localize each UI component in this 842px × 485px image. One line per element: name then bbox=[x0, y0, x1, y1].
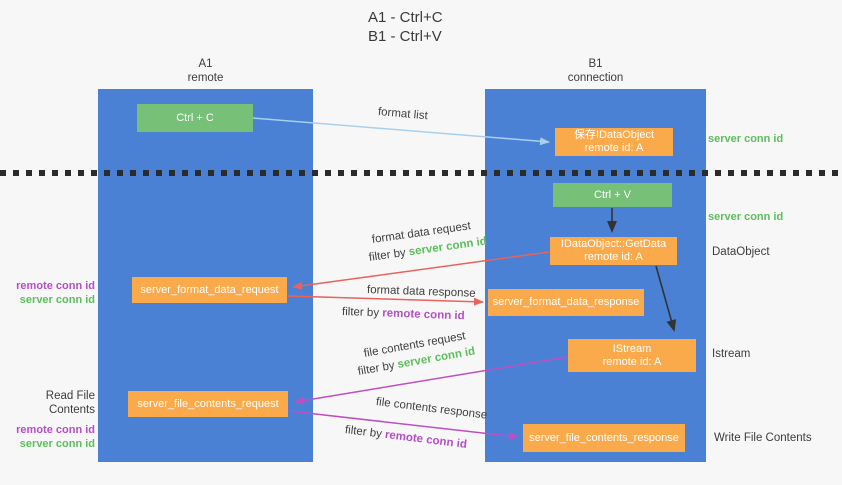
node-idataobject-getdata-line1: IDataObject::GetData bbox=[560, 238, 667, 250]
diagram-title: A1 - Ctrl+C B1 - Ctrl+V bbox=[368, 8, 443, 46]
node-save-idataobject-line2: remote id: A bbox=[584, 142, 644, 154]
node-save-idataobject: 保存IDataObject remote id: A bbox=[555, 128, 673, 156]
node-server-file-contents-response: server_file_contents_response bbox=[523, 424, 685, 452]
annotation-left-conn-ids: remote conn id server conn id bbox=[0, 279, 95, 307]
lifeline-a1-name: A1 bbox=[198, 58, 213, 70]
annotation-dataobject: DataObject bbox=[712, 246, 770, 258]
annotation-server-conn-id-1: server conn id bbox=[19, 294, 95, 306]
annotation-server-conn-id-top: server conn id bbox=[708, 133, 784, 145]
annotation-remote-conn-id-1: remote conn id bbox=[16, 280, 95, 292]
title-line-a1: A1 - Ctrl+C bbox=[368, 9, 443, 26]
node-ctrl-c: Ctrl + C bbox=[137, 104, 253, 132]
label-format-data-response: format data response bbox=[366, 284, 476, 300]
node-server-format-data-response: server_format_data_response bbox=[488, 289, 644, 316]
node-server-format-data-request-label: server_format_data_request bbox=[140, 283, 279, 296]
annotation-write-file-contents: Write File Contents bbox=[714, 432, 812, 444]
node-idataobject-getdata: IDataObject::GetData remote id: A bbox=[550, 237, 677, 265]
annotation-remote-conn-id-2: remote conn id bbox=[16, 424, 95, 436]
label-format-list: format list bbox=[377, 106, 429, 123]
node-server-file-contents-request: server_file_contents_request bbox=[128, 391, 288, 417]
annotation-istream: Istream bbox=[712, 348, 751, 360]
machine-boundary-dotted-line bbox=[0, 170, 842, 176]
lifeline-a1-role: remote bbox=[187, 72, 224, 84]
node-server-format-data-request: server_format_data_request bbox=[132, 277, 287, 303]
node-server-file-contents-request-label: server_file_contents_request bbox=[137, 397, 279, 410]
title-line-b1: B1 - Ctrl+V bbox=[368, 28, 442, 45]
node-save-idataobject-line1: 保存IDataObject bbox=[573, 129, 655, 141]
node-ctrl-v-label: Ctrl + V bbox=[594, 188, 631, 201]
node-server-file-contents-response-label: server_file_contents_response bbox=[529, 431, 679, 444]
node-ctrl-v: Ctrl + V bbox=[553, 183, 672, 207]
lifeline-b1-role: connection bbox=[567, 72, 624, 84]
node-server-format-data-response-label: server_format_data_response bbox=[492, 296, 640, 308]
remote-conn-id-text: remote conn id bbox=[382, 307, 465, 323]
label-filter-by-remote-conn-id-1: filter by remote conn id bbox=[342, 306, 465, 322]
filter-by-text: filter by bbox=[344, 424, 386, 441]
annotation-read-file-contents: Read File Contents bbox=[45, 390, 95, 416]
annotation-server-conn-id-2: server conn id bbox=[19, 438, 95, 450]
filter-by-text: filter by bbox=[341, 306, 383, 320]
lifeline-b1-header: B1 connection bbox=[485, 57, 706, 85]
label-file-contents-response: file contents response bbox=[375, 396, 488, 422]
annotation-server-conn-id-mid: server conn id bbox=[708, 211, 784, 223]
annotation-read-file-contents-group: Read File Contents remote conn id server… bbox=[0, 389, 95, 451]
filter-by-text: filter by bbox=[356, 359, 399, 378]
node-ctrl-c-label: Ctrl + C bbox=[176, 111, 214, 124]
lifeline-b1-name: B1 bbox=[588, 58, 603, 70]
node-idataobject-getdata-line2: remote id: A bbox=[584, 251, 643, 263]
lifeline-a1-header: A1 remote bbox=[98, 57, 313, 85]
node-istream-line1: IStream bbox=[612, 342, 652, 355]
node-istream: IStream remote id: A bbox=[568, 339, 696, 372]
node-istream-line2: remote id: A bbox=[602, 355, 662, 368]
filter-by-text: filter by bbox=[368, 246, 410, 264]
label-filter-by-remote-conn-id-2: filter by remote conn id bbox=[344, 424, 467, 451]
remote-conn-id-text: remote conn id bbox=[384, 428, 468, 451]
